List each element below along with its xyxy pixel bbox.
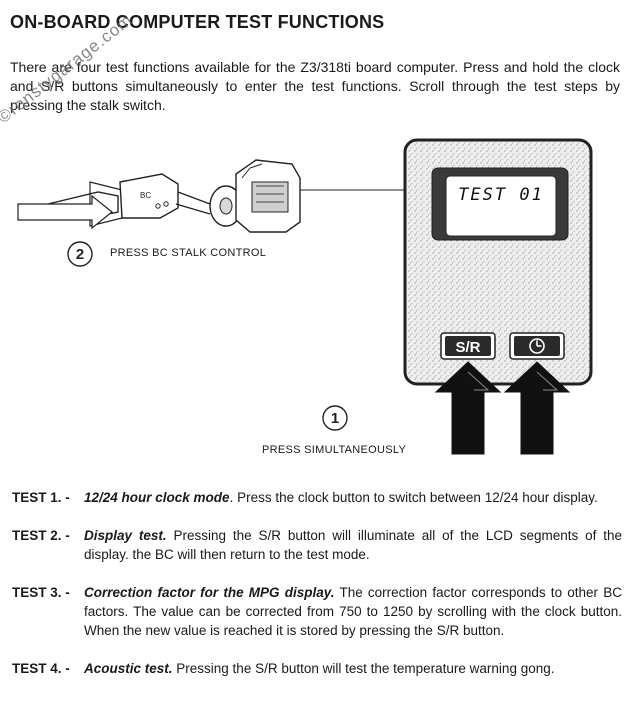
step-1-label: PRESS SIMULTANEOUSLY bbox=[262, 444, 407, 456]
test-description: 12/24 hour clock mode. Press the clock b… bbox=[84, 488, 622, 507]
press-arrow-icon bbox=[434, 361, 502, 455]
test-heading: Acoustic test. bbox=[84, 661, 173, 676]
lcd-display bbox=[445, 175, 557, 237]
diagram-figure: BC 2 TEST 01 S/R bbox=[17, 138, 593, 455]
stalk-switch-illustration: BC bbox=[47, 159, 301, 233]
test-heading: Correction factor for the MPG display. bbox=[84, 585, 335, 600]
step-1-circle bbox=[322, 405, 348, 431]
test-item: TEST 2. - Display test. Pressing the S/R… bbox=[12, 526, 622, 564]
test-description: Correction factor for the MPG display. T… bbox=[84, 583, 622, 640]
clock-button[interactable] bbox=[509, 332, 565, 360]
lcd-text: TEST 01 bbox=[458, 185, 544, 205]
test-description: Display test. Pressing the S/R button wi… bbox=[84, 526, 622, 564]
intro-paragraph: There are four test functions available … bbox=[10, 59, 620, 113]
step-2-number: 2 bbox=[76, 246, 84, 263]
step-2-label: PRESS BC STALK CONTROL bbox=[110, 247, 267, 259]
test-description: Acoustic test. Pressing the S/R button w… bbox=[84, 659, 622, 678]
clock-icon bbox=[529, 338, 545, 354]
test-label: TEST 4. - bbox=[12, 661, 70, 676]
test-item: TEST 3. - Correction factor for the MPG … bbox=[12, 583, 622, 640]
sr-button-label: S/R bbox=[455, 339, 480, 356]
test-text: Pressing the S/R button will test the te… bbox=[172, 661, 555, 676]
sr-button[interactable]: S/R bbox=[440, 332, 496, 360]
test-item: TEST 4. - Acoustic test. Pressing the S/… bbox=[12, 659, 622, 678]
step-2-circle bbox=[67, 241, 93, 267]
test-label: TEST 1. - bbox=[12, 490, 70, 505]
test-label: TEST 3. - bbox=[12, 585, 70, 600]
test-text: . Press the clock button to switch betwe… bbox=[229, 490, 598, 505]
page-title: ON-BOARD COMPUTER TEST FUNCTIONS bbox=[10, 12, 385, 32]
test-label: TEST 2. - bbox=[12, 528, 70, 543]
stalk-arrow-icon bbox=[17, 194, 113, 230]
press-arrow-icon bbox=[503, 361, 571, 455]
test-text: Pressing the S/R button will illuminate … bbox=[84, 528, 622, 562]
test-heading: Display test. bbox=[84, 528, 167, 543]
step-1-number: 1 bbox=[331, 410, 339, 427]
test-list: TEST 1. - 12/24 hour clock mode. Press t… bbox=[12, 488, 622, 697]
test-heading: 12/24 hour clock mode bbox=[84, 490, 230, 505]
test-text: The correction factor corresponds to oth… bbox=[84, 585, 622, 638]
stalk-marking: BC bbox=[140, 191, 151, 200]
test-item: TEST 1. - 12/24 hour clock mode. Press t… bbox=[12, 488, 622, 507]
